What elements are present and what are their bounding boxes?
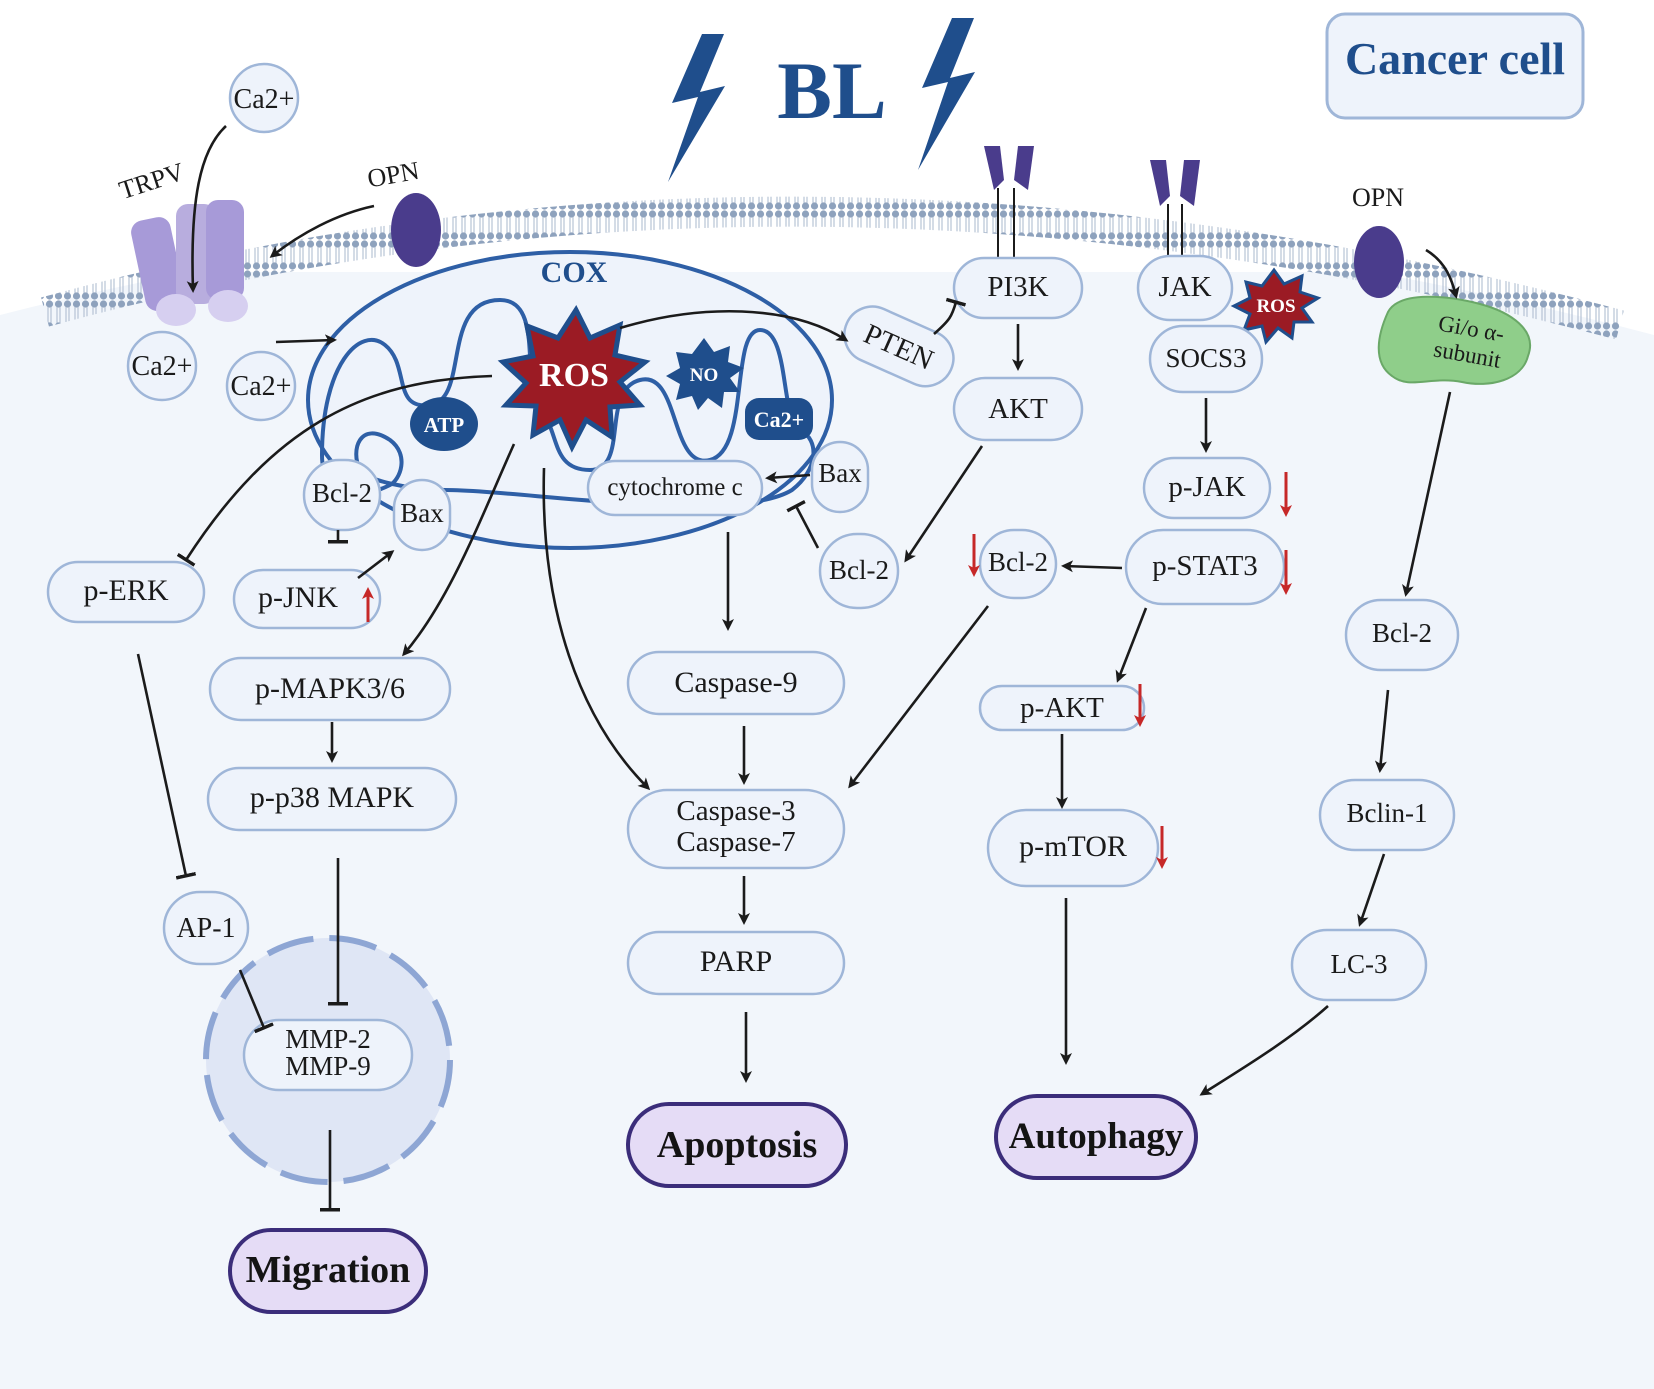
svg-text:MMP-2: MMP-2	[285, 1024, 371, 1054]
p-akt-node: p-AKT	[978, 684, 1146, 732]
p-jak-node: p-JAK	[1142, 456, 1272, 520]
bcl2-mid-node: Bcl-2	[978, 528, 1058, 600]
p-p38-node: p-p38 MAPK	[206, 766, 458, 832]
p-mtor-node: p-mTOR	[986, 808, 1160, 888]
svg-text:Bclin-1: Bclin-1	[1347, 798, 1428, 828]
opn-right-receptor-icon	[1354, 226, 1404, 298]
pi3k-node: PI3K	[952, 256, 1084, 320]
bax-right-node: Bax	[810, 440, 870, 514]
cancer-cell-label: Cancer cell	[1345, 33, 1565, 84]
svg-text:MMP-9: MMP-9	[285, 1051, 371, 1081]
svg-text:Bcl-2: Bcl-2	[988, 547, 1048, 577]
p-mapk-node: p-MAPK3/6	[208, 656, 452, 722]
akt-node: AKT	[952, 376, 1084, 442]
svg-text:p-MAPK3/6: p-MAPK3/6	[255, 672, 405, 705]
ca-left1-node: Ca2+	[126, 330, 198, 402]
atp-icon: ATP	[410, 397, 478, 451]
beclin-node: Bclin-1	[1318, 778, 1456, 852]
svg-text:AKT: AKT	[988, 393, 1048, 425]
svg-text:Bcl-2: Bcl-2	[829, 555, 889, 585]
svg-text:p-ERK: p-ERK	[84, 574, 169, 607]
svg-text:Bax: Bax	[818, 458, 862, 488]
lightning-left-icon	[668, 34, 725, 182]
gio-alpha-subunit-icon: Gi/o α- subunit	[1377, 295, 1531, 385]
lightning-right-icon	[918, 18, 975, 170]
svg-text:p-AKT: p-AKT	[1020, 692, 1104, 724]
mmp-node: MMP-2 MMP-9	[242, 1018, 414, 1092]
parp-node: PARP	[626, 930, 846, 996]
svg-text:p-p38 MAPK: p-p38 MAPK	[250, 781, 415, 814]
opn-left-receptor-icon	[391, 193, 441, 267]
p-jnk-node: p-JNK	[232, 568, 382, 630]
no-icon: NO	[666, 338, 744, 410]
svg-text:Caspase-3: Caspase-3	[676, 795, 795, 827]
caspase9-node: Caspase-9	[626, 650, 846, 716]
p-erk-node: p-ERK	[46, 560, 206, 624]
svg-text:Ca2+: Ca2+	[234, 84, 295, 115]
red-arrows	[362, 472, 1292, 869]
trpv-channel-icon	[131, 200, 248, 326]
svg-text:Apoptosis: Apoptosis	[657, 1124, 818, 1166]
svg-text:Ca2+: Ca2+	[132, 351, 193, 382]
socs3-node: SOCS3	[1148, 324, 1264, 394]
ca-top-node: Ca2+	[228, 62, 300, 134]
ros-main-icon: ROS	[497, 304, 651, 453]
cox-label: COX	[541, 256, 608, 289]
svg-text:Caspase-9: Caspase-9	[674, 666, 797, 699]
svg-text:Bcl-2: Bcl-2	[1372, 618, 1432, 648]
svg-text:cytochrome c: cytochrome c	[607, 474, 742, 501]
svg-text:NO: NO	[690, 365, 719, 386]
bax-mito-node: Bax	[392, 478, 452, 552]
svg-text:ATP: ATP	[424, 413, 465, 437]
p-stat3-node: p-STAT3	[1124, 528, 1286, 606]
svg-text:Autophagy: Autophagy	[1009, 1116, 1184, 1157]
svg-text:LC-3: LC-3	[1331, 949, 1388, 979]
jak-node: JAK	[1136, 254, 1234, 322]
svg-text:p-mTOR: p-mTOR	[1019, 830, 1127, 863]
cytochrome-c-node: cytochrome c	[586, 459, 764, 517]
svg-text:Ca2+: Ca2+	[231, 371, 292, 402]
bl-label: BL	[777, 45, 886, 136]
svg-text:JAK: JAK	[1158, 271, 1211, 303]
bcl2-right-node: Bcl-2	[818, 532, 900, 610]
svg-text:Caspase-7: Caspase-7	[676, 826, 795, 858]
ca-left2-node: Ca2+	[225, 350, 297, 422]
opn-right-label: OPN	[1352, 183, 1404, 212]
caspase37-node: Caspase-3 Caspase-7	[626, 788, 846, 870]
svg-text:ROS: ROS	[1256, 296, 1295, 317]
svg-text:Ca2+: Ca2+	[754, 407, 804, 432]
cancer-cell-label-box: Cancer cell	[1325, 12, 1585, 120]
svg-text:Bcl-2: Bcl-2	[312, 478, 372, 508]
ap1-node: AP-1	[162, 890, 250, 966]
ros-small-icon: ROS	[1230, 267, 1322, 346]
svg-text:p-JNK: p-JNK	[258, 581, 338, 614]
svg-text:ROS: ROS	[539, 357, 609, 394]
ca-mito-icon: Ca2+	[745, 398, 813, 440]
opn-left-label: OPN	[365, 156, 421, 194]
migration-outcome: Migration	[228, 1228, 428, 1314]
svg-text:Bax: Bax	[400, 498, 444, 528]
edges	[136, 125, 1460, 1212]
trpv-label: TRPV	[116, 157, 188, 205]
bcl2-far-node: Bcl-2	[1344, 598, 1460, 672]
svg-text:AP-1: AP-1	[176, 913, 235, 944]
apoptosis-outcome: Apoptosis	[626, 1102, 848, 1188]
svg-text:PI3K: PI3K	[987, 271, 1048, 303]
svg-text:SOCS3: SOCS3	[1165, 343, 1246, 373]
bcl2-mito-node: Bcl-2	[302, 458, 382, 532]
lc3-node: LC-3	[1290, 928, 1428, 1002]
autophagy-outcome: Autophagy	[994, 1094, 1198, 1180]
svg-text:PARP: PARP	[700, 945, 772, 978]
svg-text:p-STAT3: p-STAT3	[1152, 550, 1258, 582]
svg-text:Migration: Migration	[246, 1249, 411, 1291]
svg-text:p-JAK: p-JAK	[1168, 471, 1245, 503]
